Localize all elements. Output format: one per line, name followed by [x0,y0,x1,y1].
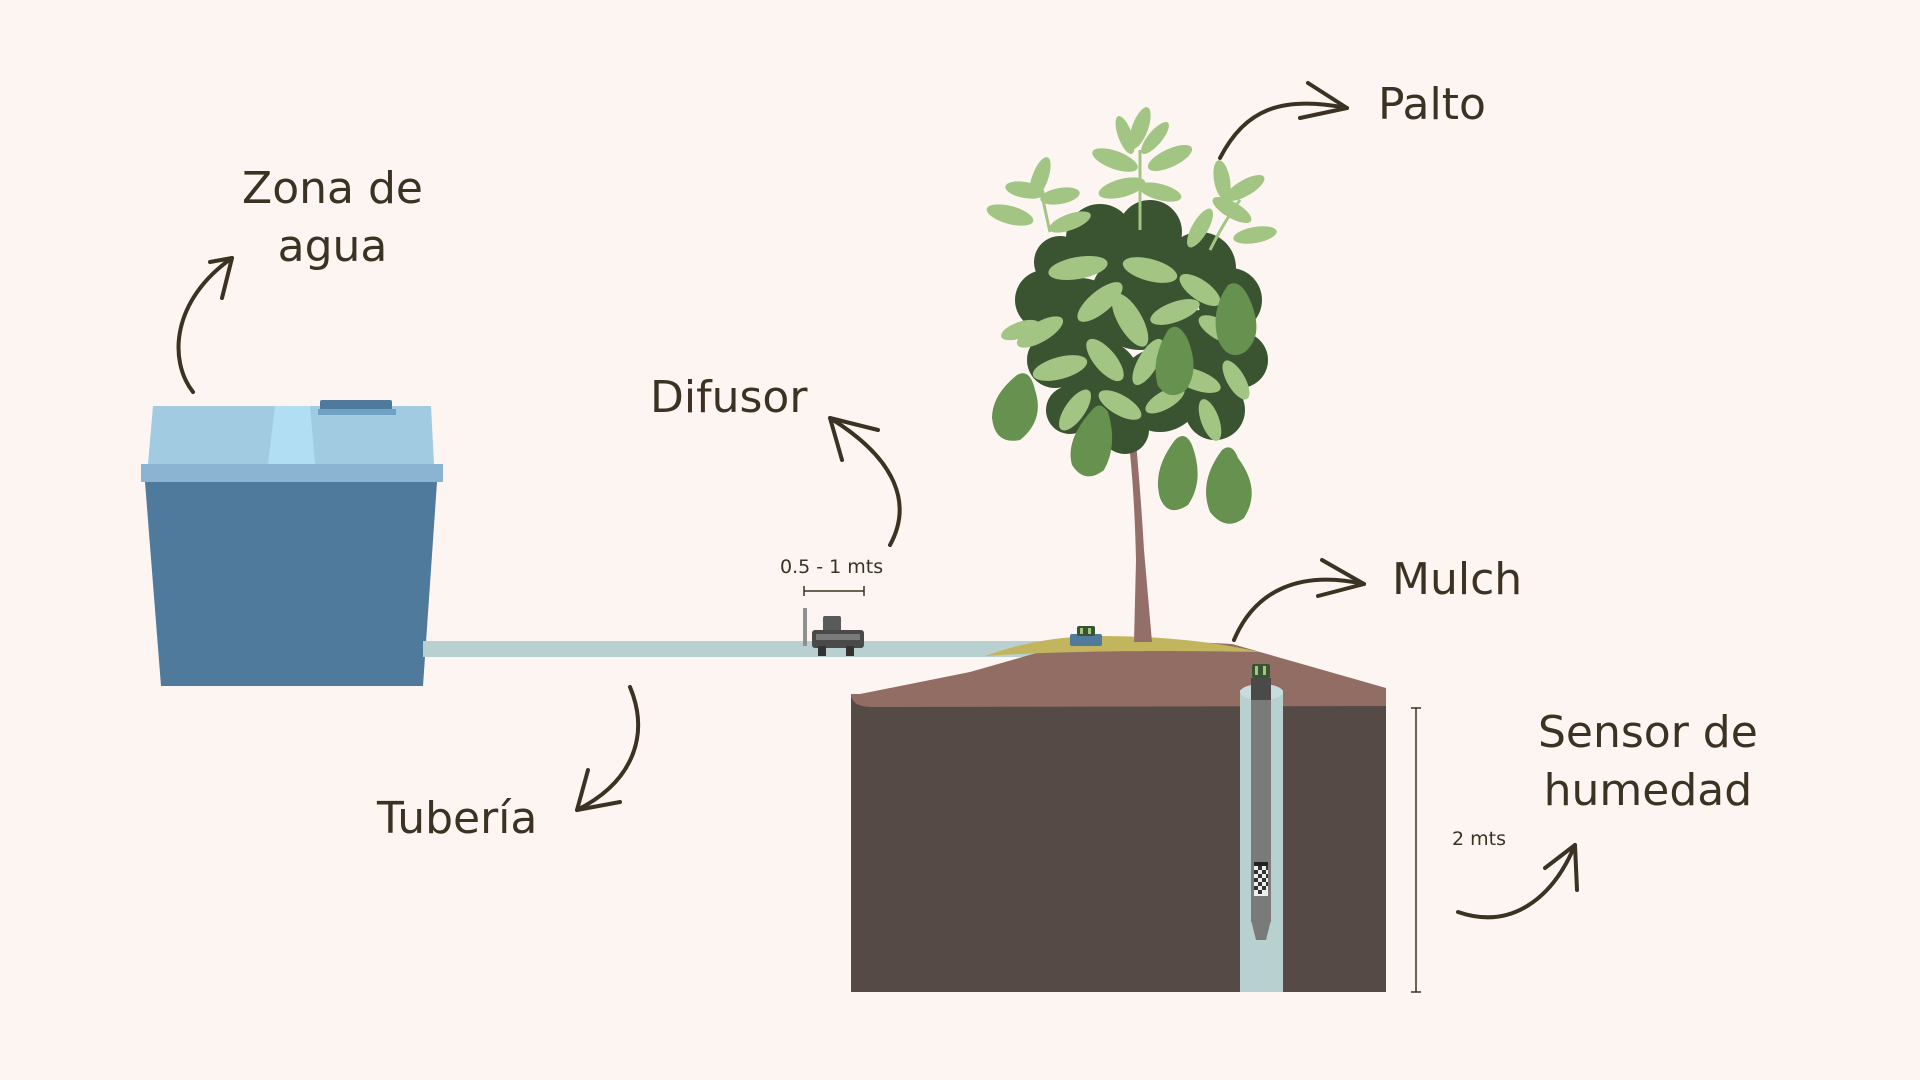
diffuser-device [803,608,864,656]
tank-cap [320,400,392,410]
label-sensor-de-humedad: Sensor de humedad [1538,704,1758,820]
label-difusor: Difusor [650,372,808,423]
label-sensor-line2: humedad [1543,765,1753,816]
label-mulch: Mulch [1392,554,1523,605]
tank-body [145,482,437,686]
depth-bracket [1411,707,1421,993]
arrow-tuberia [575,685,640,812]
arrow-mulch [1232,558,1366,642]
avocado-tree [986,107,1277,642]
label-palto: Palto [1378,79,1486,130]
arrow-difusor [828,416,902,547]
arrow-sensor [1456,843,1579,920]
arrow-zona [176,256,234,394]
surface-sensor [1070,626,1102,646]
mulch-layer [985,636,1260,656]
label-zona-line1: Zona de [242,163,423,214]
water-tank [141,400,443,686]
label-sensor-line1: Sensor de [1538,707,1758,758]
arrow-palto [1218,81,1349,160]
tank-lid-highlight [268,406,315,464]
tree-trunk [1124,400,1152,642]
label-tuberia: Tubería [377,793,538,844]
distance-bracket [803,586,865,596]
tree-leaves-light [1001,255,1250,441]
tank-cap-base [318,409,396,415]
diffuser-distance-label: 0.5 - 1 mts [780,556,884,578]
soil-block [851,636,1386,992]
tank-rim [141,464,443,482]
pipe [423,641,1063,657]
soil-body [851,694,1386,992]
sensor-depth-label: 2 mts [1452,828,1506,850]
avocado-fruits [992,283,1257,524]
arrows [176,81,1579,920]
tree-top-sprigs [986,107,1277,251]
label-zona-line2: agua [277,221,388,272]
label-zona-de-agua: Zona de agua [220,160,445,276]
moisture-probe [1240,664,1283,992]
